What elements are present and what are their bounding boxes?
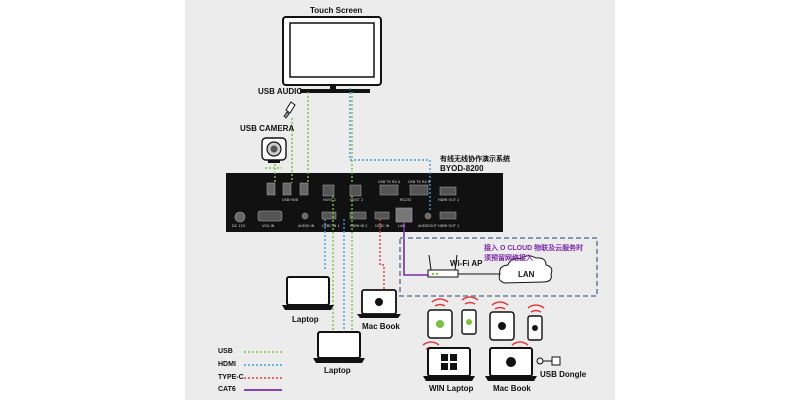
legend-typec-label: TYPE-C bbox=[218, 374, 244, 381]
cloud-note-line2: 须预留网络接入 bbox=[484, 255, 533, 262]
system-model: BYOD-8200 bbox=[440, 164, 484, 173]
touch-screen-label: Touch Screen bbox=[310, 6, 363, 15]
port-hdmi-out2: HDMI OUT 2 bbox=[438, 198, 460, 202]
laptop-1-label: Laptop bbox=[292, 315, 319, 324]
iphone-icon bbox=[527, 315, 543, 341]
port-audio-out: AUDIOOUT bbox=[418, 224, 437, 228]
cloud-note-line1: 接入 O CLOUD 物联及云服务时 bbox=[484, 245, 584, 252]
android-phone-icon bbox=[461, 309, 477, 335]
typec-lines bbox=[379, 219, 385, 290]
macbook-1-label: Mac Book bbox=[362, 322, 400, 331]
port-usbc-in: USBC IN bbox=[375, 224, 390, 228]
port-vga-in: VGA IN bbox=[262, 224, 275, 228]
legend-hdmi-label: HDMI bbox=[218, 361, 236, 368]
system-name-cn: 有线无线协作演示系统 bbox=[440, 156, 510, 163]
touch-screen-icon bbox=[282, 16, 382, 93]
port-usb-tx-rx-a: USB TX RX A bbox=[378, 180, 401, 184]
port-usb-hub: USB HUB bbox=[282, 198, 298, 202]
usb-dongle-label: USB Dongle bbox=[540, 370, 587, 379]
laptop-2-label: Laptop bbox=[324, 366, 351, 375]
port-host2: HOST 2 bbox=[350, 198, 364, 202]
port-audio-in: AUDIO IN bbox=[298, 224, 315, 228]
usb-audio-icon bbox=[283, 101, 296, 119]
legend-usb-label: USB bbox=[218, 348, 233, 355]
hdmi-lines bbox=[324, 88, 431, 330]
legend-cat6-label: CAT6 bbox=[218, 386, 236, 393]
usb-camera-label: USB CAMERA bbox=[240, 124, 295, 133]
port-lan: LAN bbox=[398, 224, 406, 228]
laptop-2-icon bbox=[313, 331, 365, 363]
win-laptop-icon bbox=[423, 347, 475, 381]
usb-lines bbox=[265, 92, 353, 330]
port-rs232: RS232 bbox=[400, 198, 412, 202]
win-laptop-label: WIN Laptop bbox=[429, 384, 474, 393]
macbook-2-label: Mac Book bbox=[493, 384, 531, 393]
byod-8200-device bbox=[226, 173, 503, 232]
lan-label: LAN bbox=[518, 270, 535, 279]
port-host1: HOST 1 bbox=[323, 198, 337, 202]
port-hdmi-out1: HDMI OUT 1 bbox=[438, 224, 460, 228]
laptop-1-icon bbox=[282, 276, 334, 310]
android-tablet-icon bbox=[427, 309, 453, 339]
wifi-ap-label: Wi-Fi AP bbox=[450, 259, 483, 268]
port-hdmi-in2: HDMI IN 2 bbox=[350, 224, 368, 228]
cloud-box bbox=[399, 237, 598, 297]
ipad-icon bbox=[489, 311, 515, 341]
macbook-1-icon bbox=[357, 289, 401, 318]
port-usb-tx-rx-b: USB TX RX B bbox=[408, 180, 431, 184]
port-usbc-in1: USBC IN 1 bbox=[322, 224, 340, 228]
port-dc-12v: DC 12V bbox=[232, 224, 246, 228]
macbook-2-icon bbox=[485, 347, 537, 381]
cat6-lines bbox=[403, 222, 430, 276]
usb-dongle-icon bbox=[536, 356, 561, 366]
usb-audio-label: USB AUDIO bbox=[258, 87, 303, 96]
usb-camera-icon bbox=[261, 137, 287, 163]
lan-cloud-icon bbox=[498, 255, 553, 284]
